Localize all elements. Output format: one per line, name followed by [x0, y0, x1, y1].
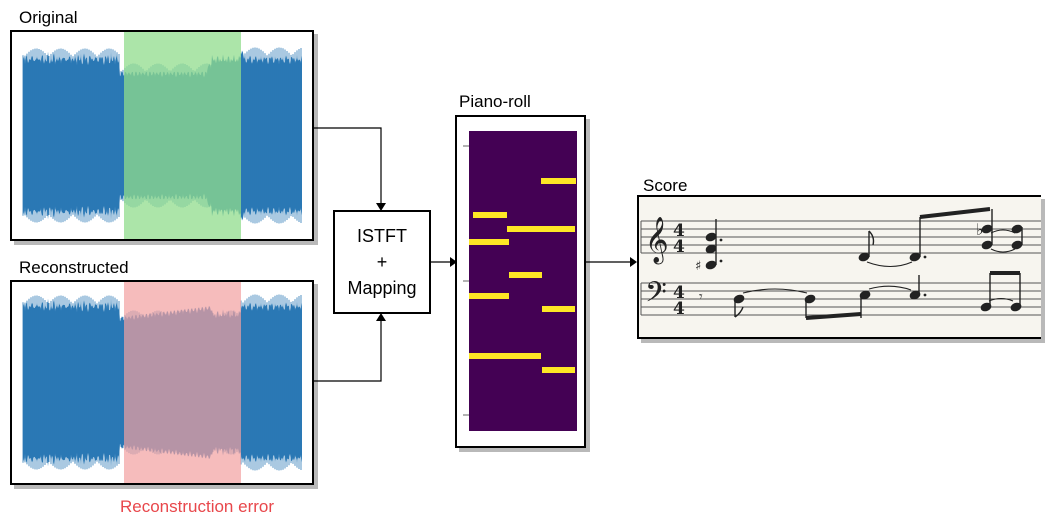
- original-label: Original: [19, 8, 78, 27]
- reconstructed-waveform-panel: [10, 280, 314, 485]
- reconstructed-waveform-plot: [22, 282, 302, 483]
- original-waveform-plot: [22, 32, 302, 239]
- svg-text:♭: ♭: [976, 220, 984, 239]
- mapping-label: Mapping: [347, 278, 417, 298]
- treble-time-bottom: 4: [673, 237, 685, 257]
- piano-roll-background: [469, 131, 577, 431]
- istft-label: ISTFT: [357, 226, 407, 246]
- note-bar: [542, 306, 575, 312]
- bass-time-top: 4: [673, 283, 685, 303]
- bass-notes: 𝄾: [699, 271, 1022, 320]
- istft-mapping-box: ISTFT + Mapping: [333, 210, 431, 314]
- bass-time-bottom: 4: [673, 299, 685, 319]
- svg-text:𝄾: 𝄾: [699, 289, 703, 305]
- arrow-reconstructed-to-istft: [314, 321, 382, 382]
- bass-clef-icon: 𝄢: [645, 276, 667, 316]
- original-waveform-panel: [10, 30, 314, 241]
- original-highlight-region: [124, 32, 241, 239]
- error-highlight-region: [124, 282, 241, 483]
- arrow-original-to-istft: [314, 127, 382, 203]
- score-label: Score: [643, 176, 688, 195]
- note-bar: [541, 178, 576, 184]
- plus-label: +: [376, 252, 388, 272]
- treble-notes: ♯ ♭: [695, 207, 1023, 274]
- note-bar: [469, 353, 541, 359]
- svg-text:♯: ♯: [695, 259, 701, 274]
- score-panel: 𝄞 𝄢 4 4 4 4 ♯ ♭: [637, 195, 1041, 339]
- bass-staff: [640, 282, 1041, 316]
- piano-roll-notes: [469, 178, 576, 373]
- note-bar: [507, 226, 575, 232]
- reconstruction-error-label: Reconstruction error: [120, 497, 275, 516]
- treble-staff: [640, 220, 1041, 254]
- piano-roll-label: Piano-roll: [459, 92, 531, 111]
- piano-roll-panel: [455, 115, 586, 448]
- treble-clef-icon: 𝄞: [645, 217, 669, 265]
- note-bar: [469, 293, 509, 299]
- note-bar: [542, 367, 575, 373]
- piano-roll-plot: [463, 131, 577, 431]
- score-sheet: 𝄞 𝄢 4 4 4 4 ♯ ♭: [639, 197, 1041, 337]
- note-bar: [469, 239, 509, 245]
- reconstructed-label: Reconstructed: [19, 258, 129, 277]
- note-bar: [509, 272, 542, 278]
- treble-time-top: 4: [673, 221, 685, 241]
- note-bar: [473, 212, 507, 218]
